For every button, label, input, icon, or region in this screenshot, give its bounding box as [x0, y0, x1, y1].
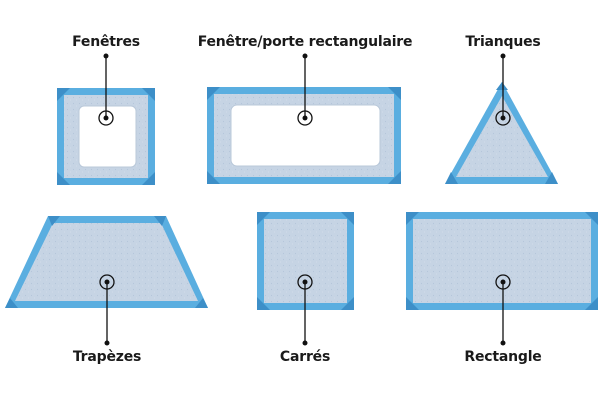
triangle-shape [445, 53, 558, 184]
label-window-door: Fenêtre/porte rectangulaire [197, 34, 413, 50]
rectangular-window-door-shape [207, 53, 401, 184]
rectangle-shape [406, 212, 598, 346]
label-trapezoids: Trapèzes [72, 349, 142, 365]
trapezoid-shape [5, 216, 208, 346]
label-rectangle: Rectangle [464, 349, 542, 365]
square-shape [257, 212, 354, 346]
label-squares: Carrés [279, 349, 331, 365]
window-square-shape [57, 53, 155, 185]
label-windows: Fenêtres [72, 34, 140, 50]
label-triangles: Trianques [465, 34, 541, 50]
